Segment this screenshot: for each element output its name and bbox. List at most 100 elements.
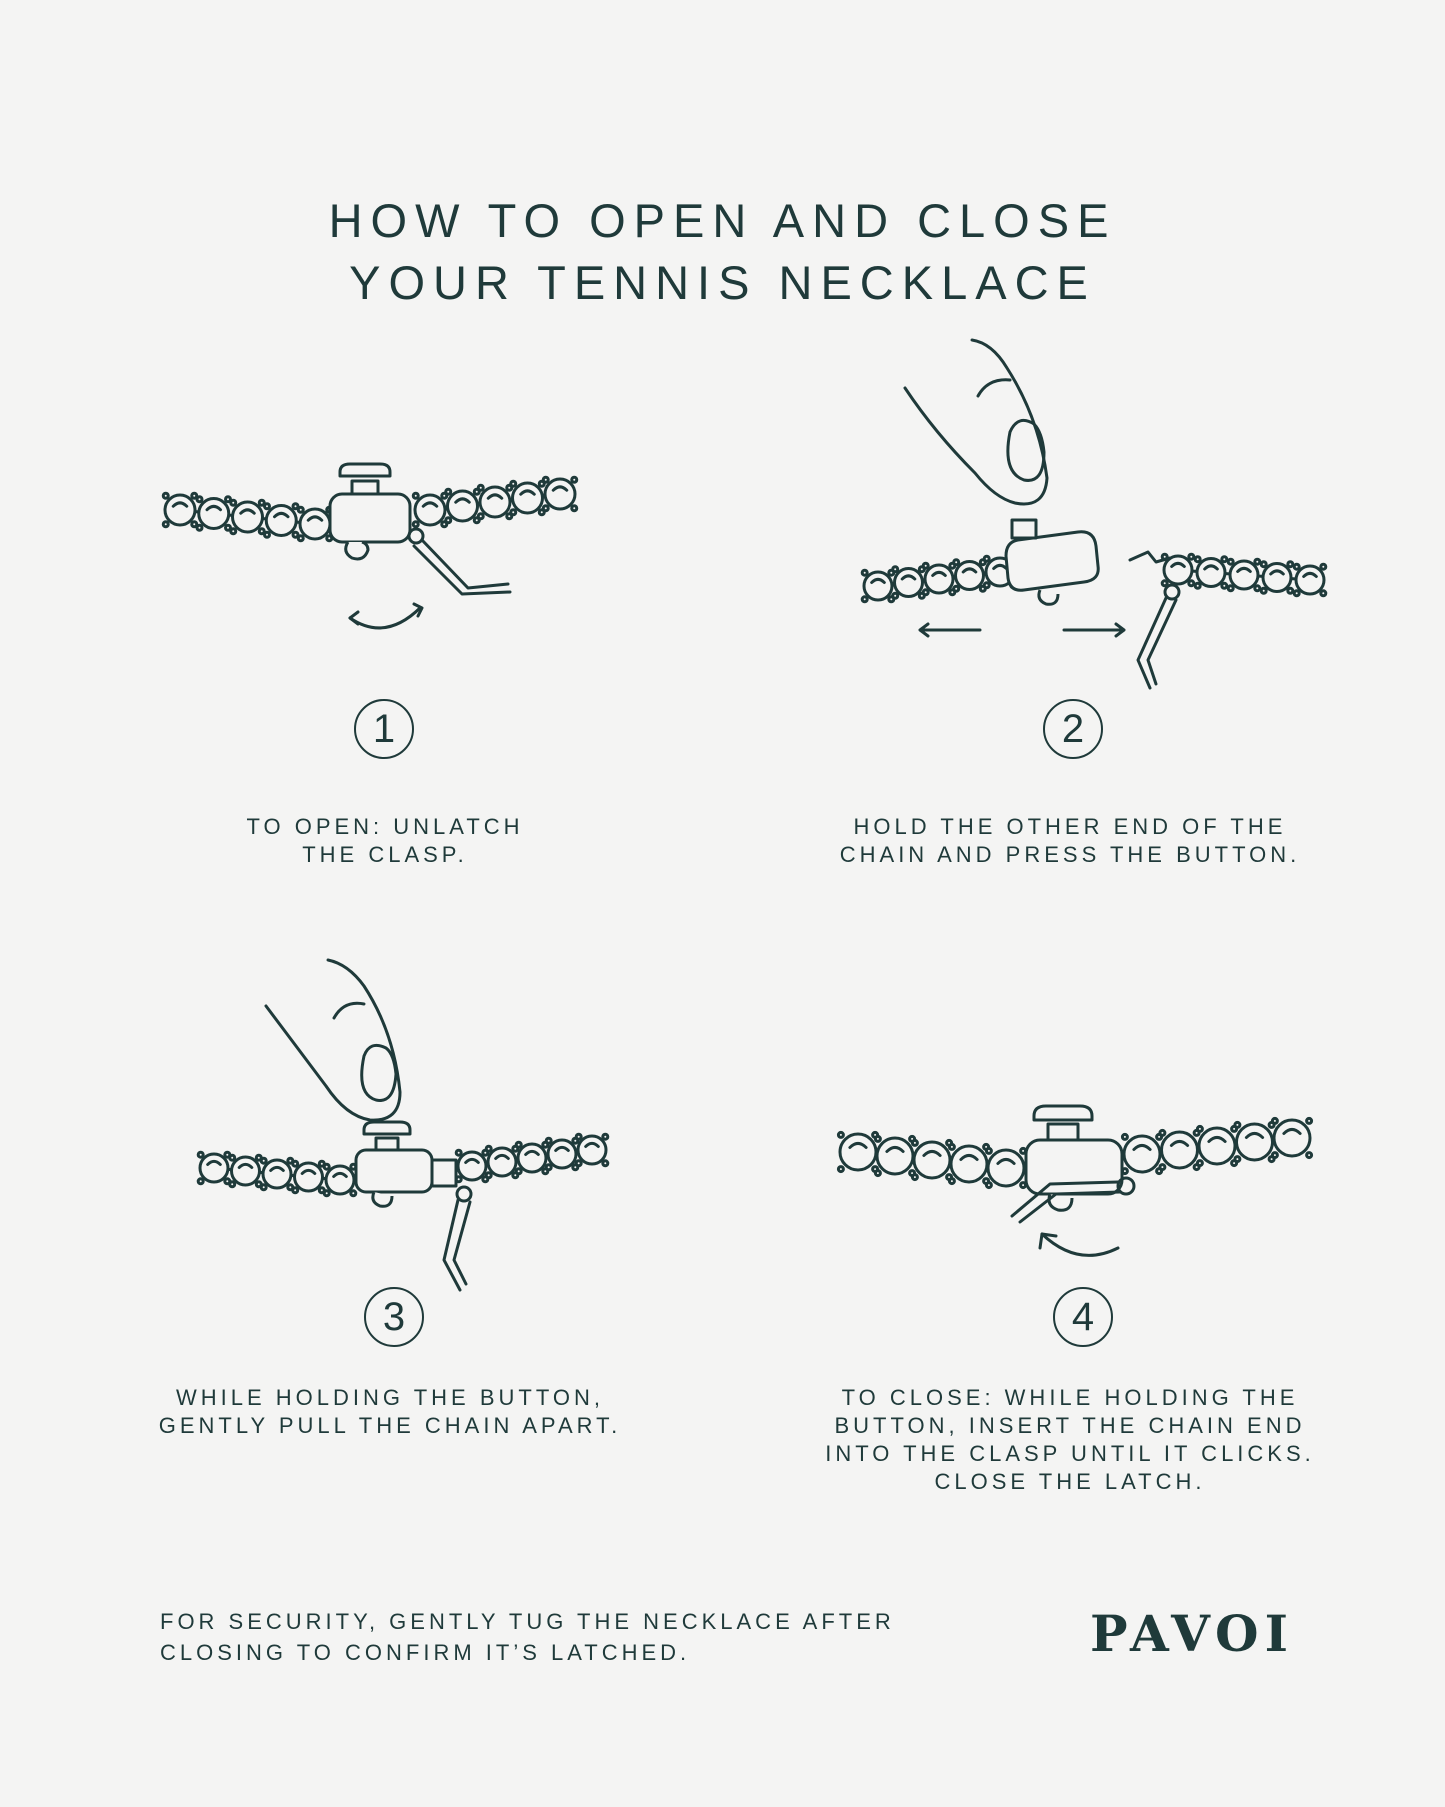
step-2-caption-line-1: HOLD THE OTHER END OF THE: [853, 814, 1287, 839]
gem-shine: [551, 485, 569, 492]
gem-prong: [1226, 584, 1235, 593]
gem-stone: [163, 493, 197, 527]
gem-prong: [873, 1169, 882, 1178]
gem-prong: [873, 1134, 882, 1143]
gem-prong: [1286, 586, 1295, 595]
gem-stone: [576, 1134, 608, 1166]
gem-prong: [1305, 1151, 1314, 1160]
gem-prong: [836, 1130, 845, 1139]
clasp-pin: [344, 540, 370, 561]
gem-stone: [862, 570, 894, 602]
gem-prong: [411, 520, 420, 529]
step-4-caption-line-4: CLOSE THE LATCH.: [934, 1469, 1206, 1494]
step-3-number: 3: [364, 1287, 424, 1347]
gem-prong: [291, 1186, 300, 1195]
gem-prong: [1158, 1128, 1167, 1137]
gem-shine: [961, 567, 978, 574]
gem-shine: [1236, 566, 1252, 573]
insert-arrow-icon: [1040, 1232, 1120, 1257]
gem-stone: [1195, 557, 1227, 588]
latch-arm-2: [1146, 598, 1178, 686]
gem-prong: [1220, 555, 1229, 564]
clasp-body: [1004, 530, 1100, 592]
gem-prong: [574, 1132, 583, 1141]
gem-prong: [1253, 557, 1262, 566]
gem-stone: [1197, 1126, 1237, 1166]
gem-shine: [486, 493, 504, 500]
gem-prong: [228, 1180, 237, 1189]
gem-prong: [454, 1148, 463, 1157]
gem-prong: [1319, 589, 1328, 598]
step-4-caption-line-2: BUTTON, INSERT THE CHAIN END: [834, 1413, 1306, 1438]
gem-shine: [494, 1153, 510, 1160]
gem-prong: [195, 523, 204, 532]
latch-loop: [455, 1185, 473, 1203]
step-4-number: 4: [1053, 1287, 1113, 1347]
gem-stone: [261, 1158, 293, 1190]
gem-stone: [1160, 1130, 1199, 1170]
clasp-stem: [1046, 1122, 1080, 1142]
gem-shine: [1269, 569, 1285, 576]
gem-prong: [1195, 1159, 1204, 1168]
clasp-pin: [371, 1191, 394, 1208]
step-2-caption: HOLD THE OTHER END OF THE CHAIN AND PRES…: [800, 813, 1340, 869]
gem-prong: [514, 1140, 523, 1149]
step-1-caption-line-2: THE CLASP.: [302, 842, 468, 867]
security-note: FOR SECURITY, GENTLY TUG THE NECKLACE AF…: [160, 1606, 895, 1668]
clasp-button: [1032, 1104, 1094, 1122]
gem-shine: [996, 1157, 1016, 1165]
step-2-illustration: [860, 338, 1328, 690]
step-3-chain-right: [454, 1132, 610, 1184]
gem-shine: [848, 1141, 868, 1149]
gem-prong: [1259, 560, 1268, 569]
gem-prong: [349, 1189, 358, 1198]
clasp-button: [362, 1120, 412, 1136]
gem-stone: [516, 1142, 548, 1174]
gem-prong: [291, 530, 300, 539]
gem-prong: [1292, 562, 1301, 571]
step-2: 2 HOLD THE OTHER END OF THE CHAIN AND PR…: [0, 0, 1445, 900]
arrow-left-icon: [918, 622, 982, 638]
gem-prong: [891, 591, 900, 600]
finger-knuckle: [332, 1001, 366, 1020]
gem-shine: [524, 1149, 540, 1156]
gem-shine: [931, 570, 947, 577]
gem-prong: [574, 1159, 583, 1168]
gem-prong: [1187, 552, 1196, 561]
latch-arm-open-2: [412, 544, 512, 596]
gem-shine: [464, 1157, 480, 1164]
gem-prong: [484, 1171, 493, 1180]
clasp-pin: [1037, 589, 1060, 606]
gem-stone: [838, 1132, 878, 1172]
clasp-insert: [430, 1158, 458, 1188]
gem-prong: [196, 1150, 205, 1159]
step-2-chain-right: [1160, 552, 1328, 598]
latch-arm-2: [1018, 1190, 1122, 1224]
gem-shine: [1282, 1127, 1302, 1135]
rotate-arrow-head-left: [348, 610, 360, 626]
gem-prong: [291, 502, 300, 511]
gem-prong: [1286, 560, 1295, 569]
step-2-chain-left: [860, 554, 1018, 604]
latch-arm: [1136, 596, 1168, 690]
gem-prong: [984, 1181, 993, 1190]
gem-prong: [891, 565, 900, 574]
gem-prong: [947, 1177, 956, 1186]
gem-stone: [923, 563, 955, 595]
clasp-stem: [1010, 518, 1038, 540]
step-3-chain-left: [196, 1150, 358, 1198]
gem-prong: [921, 588, 930, 597]
gem-shine: [959, 1153, 979, 1161]
gem-prong: [1292, 589, 1301, 598]
gem-prong: [570, 475, 579, 484]
gem-prong: [1305, 1116, 1314, 1125]
latch-arm: [1010, 1180, 1120, 1218]
gem-prong: [190, 520, 199, 529]
gem-prong: [263, 502, 271, 511]
gem-stone: [1162, 554, 1194, 586]
gem-shine: [237, 1162, 254, 1169]
step-3-caption-line-2: GENTLY PULL THE CHAIN APART.: [158, 1413, 622, 1438]
gem-stone: [1272, 1118, 1312, 1158]
title-line-1: HOW TO OPEN AND CLOSE: [328, 194, 1117, 247]
step-3: 3 WHILE HOLDING THE BUTTON, GENTLY PULL …: [0, 0, 722, 1500]
